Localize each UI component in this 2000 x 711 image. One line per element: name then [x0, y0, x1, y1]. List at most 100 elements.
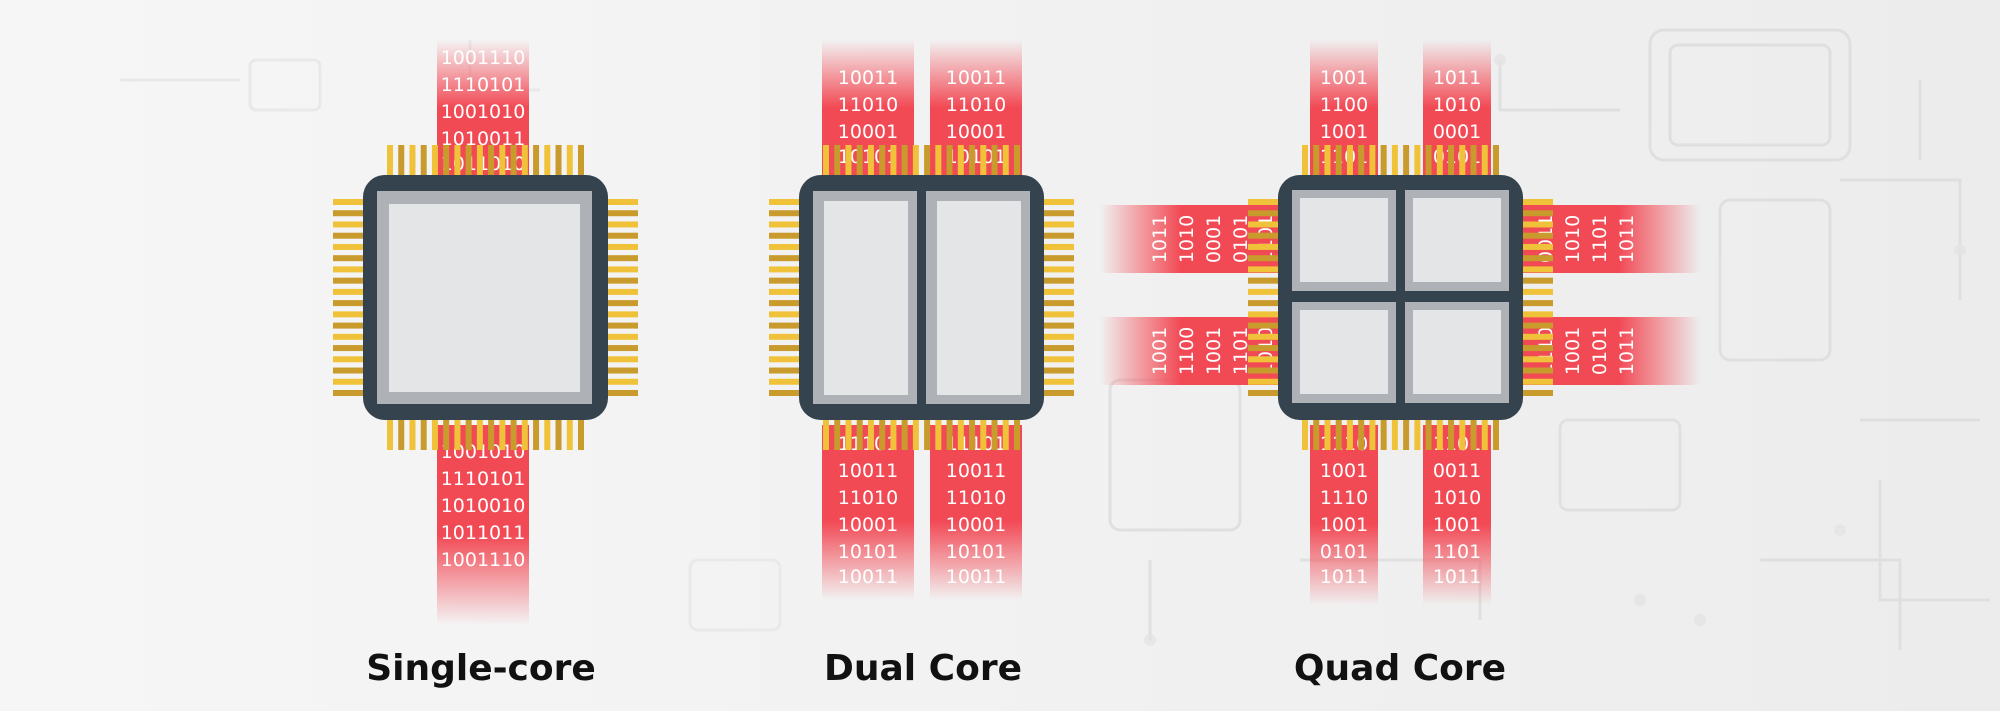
- quad-bottom-left-bits: 1110 1001 1110 1001 0101 1011: [1320, 433, 1368, 588]
- pin: [488, 418, 495, 450]
- pin: [1380, 418, 1387, 450]
- quad-left-upper-bits: 1011 1010 0001 0101 1101: [1149, 215, 1277, 263]
- pin: [912, 418, 919, 450]
- bit-text: 0101: [1589, 327, 1611, 375]
- pin: [606, 243, 638, 250]
- bit-text: 1010010: [441, 495, 526, 517]
- pin: [606, 367, 638, 374]
- pin: [946, 145, 953, 177]
- pin: [769, 210, 801, 217]
- pin: [1248, 311, 1280, 318]
- pin: [1042, 243, 1074, 250]
- pin: [387, 145, 393, 177]
- pin: [856, 145, 863, 177]
- pin: [957, 418, 964, 450]
- pin: [769, 333, 801, 340]
- pin: [333, 378, 365, 385]
- pin: [946, 418, 953, 450]
- pin: [769, 199, 801, 205]
- pin: [606, 221, 638, 228]
- pin: [834, 145, 841, 177]
- pin: [606, 199, 638, 205]
- pin: [398, 418, 405, 450]
- single-core-chip: [363, 175, 608, 420]
- pin: [1042, 210, 1074, 217]
- pin: [1521, 288, 1553, 295]
- dual-core-chip: [799, 175, 1044, 420]
- pin: [1042, 199, 1074, 205]
- bit-text: 1001010: [441, 101, 526, 123]
- pin: [1248, 221, 1280, 228]
- pin: [606, 322, 638, 329]
- bit-text: 1011: [1433, 67, 1481, 89]
- bit-text: 1001: [1320, 460, 1368, 482]
- quad-top-left-bits: 1001 1100 1001 1101: [1320, 67, 1368, 168]
- pin: [1414, 418, 1421, 450]
- pin: [606, 333, 638, 340]
- pin: [867, 418, 874, 450]
- single-bottom-bits: 1001010 1110101 1010010 1011011 1001110: [441, 441, 526, 571]
- bit-text: 0001: [1433, 121, 1481, 143]
- pin: [1414, 145, 1421, 177]
- single-top-bits: 1001110 1110101 1001010 1010011 1011010: [441, 47, 526, 175]
- bit-text: 11010: [838, 487, 898, 509]
- pin: [1459, 145, 1466, 177]
- pin: [1403, 145, 1410, 177]
- bit-text: 1011: [1616, 215, 1638, 263]
- pin: [769, 367, 801, 374]
- pin: [606, 288, 638, 295]
- pin: [1042, 232, 1074, 239]
- pin: [867, 145, 874, 177]
- bit-text: 11010: [946, 94, 1006, 116]
- pin: [769, 221, 801, 228]
- pin: [1521, 199, 1553, 205]
- pin: [1470, 145, 1477, 177]
- bit-text: 1001: [1149, 327, 1171, 375]
- bit-text: 0101: [1230, 215, 1252, 263]
- pin: [1248, 367, 1280, 374]
- pin: [1369, 418, 1376, 450]
- pin: [1042, 345, 1074, 352]
- pin: [912, 145, 919, 177]
- pin: [606, 255, 638, 262]
- pin: [333, 255, 365, 262]
- pin: [1521, 210, 1553, 217]
- bit-text: 1110: [1320, 487, 1368, 509]
- pin: [1521, 277, 1553, 284]
- pin: [333, 333, 365, 340]
- pin: [606, 277, 638, 284]
- pin: [510, 418, 517, 450]
- pin: [1459, 418, 1466, 450]
- pin: [1436, 145, 1443, 177]
- pin: [333, 199, 365, 205]
- pin: [890, 145, 897, 177]
- pin: [1380, 145, 1387, 177]
- pin: [488, 145, 495, 177]
- pin: [1358, 145, 1365, 177]
- pin: [1002, 145, 1009, 177]
- pin: [409, 145, 416, 177]
- bit-text: 1001: [1203, 327, 1225, 375]
- pin: [1248, 333, 1280, 340]
- pin: [845, 145, 852, 177]
- bit-text: 1001110: [441, 549, 526, 571]
- pin: [1403, 418, 1410, 450]
- pin: [1521, 221, 1553, 228]
- pin: [1302, 418, 1308, 450]
- pin: [533, 418, 540, 450]
- pin: [333, 221, 365, 228]
- pin: [499, 145, 506, 177]
- pin: [1248, 199, 1280, 205]
- bit-text: 1110: [1320, 433, 1368, 455]
- single-core-caption: Single-core: [366, 648, 596, 689]
- pin: [1521, 232, 1553, 239]
- bit-text: 10011: [946, 67, 1006, 89]
- pin: [924, 145, 931, 177]
- pin: [1481, 418, 1488, 450]
- pin: [454, 145, 461, 177]
- bit-text: 1010: [1562, 215, 1584, 263]
- bit-text: 10011: [838, 566, 898, 588]
- pin: [566, 418, 573, 450]
- bit-text: 10001: [838, 121, 898, 143]
- dual-top-left-bits: 10011 11010 10001 10101: [838, 67, 898, 168]
